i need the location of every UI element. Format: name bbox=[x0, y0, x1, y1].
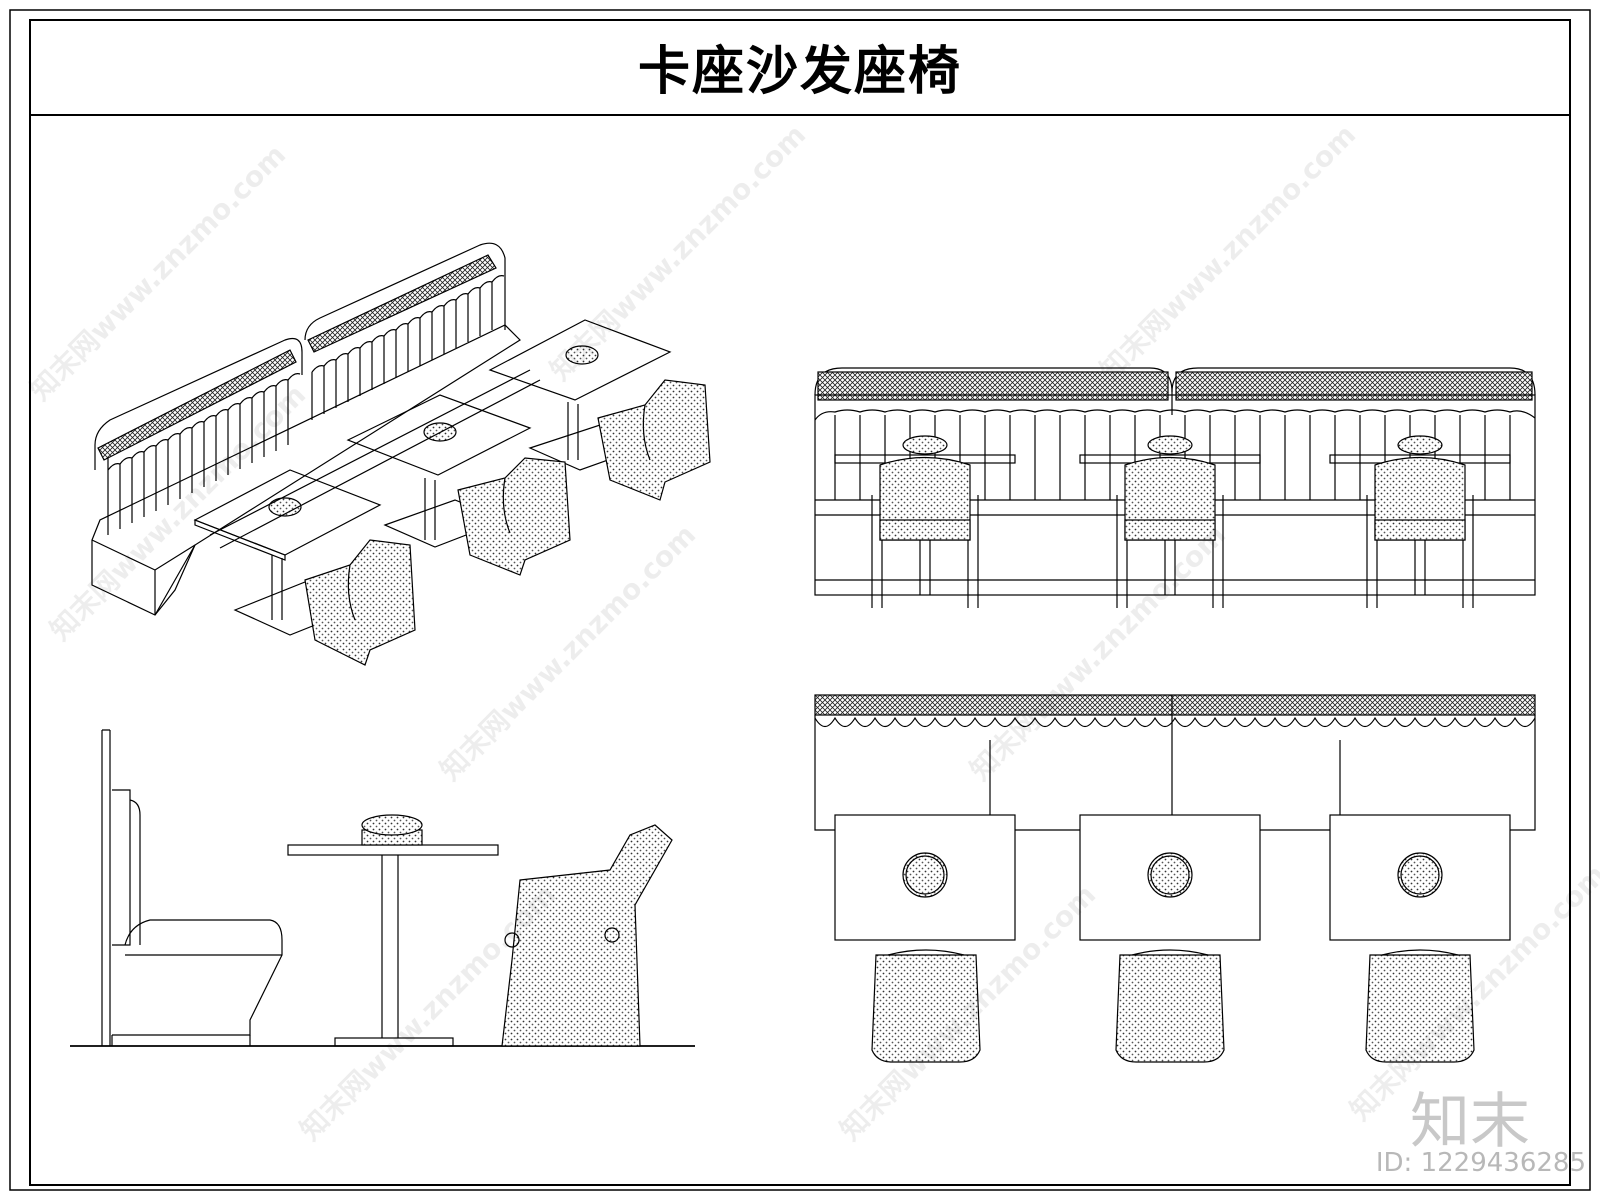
iso-sofa-back-right bbox=[304, 242, 506, 341]
plan-chair-1 bbox=[871, 949, 981, 1063]
front-chair-3 bbox=[1366, 456, 1474, 608]
plan-chair-3 bbox=[1365, 949, 1475, 1063]
plan-booth-back bbox=[814, 694, 1536, 716]
drawing-id: ID: 1229436285 bbox=[1375, 1148, 1586, 1178]
plan-table-1 bbox=[834, 814, 1016, 941]
front-chair-1 bbox=[871, 456, 979, 608]
plan-chair-2 bbox=[1115, 949, 1225, 1063]
isometric-view bbox=[91, 242, 711, 666]
iso-back-cushions-left bbox=[107, 373, 301, 535]
front-back-cushions bbox=[814, 409, 1536, 500]
plan-table-2 bbox=[1079, 814, 1261, 941]
side-booth-seat bbox=[112, 919, 283, 1036]
side-table bbox=[287, 814, 499, 1047]
side-elevation bbox=[70, 729, 695, 1047]
front-chair-2 bbox=[1116, 456, 1224, 608]
iso-sofa-seat bbox=[91, 324, 521, 616]
brand-logo: 知末 bbox=[1410, 1087, 1530, 1157]
plan-cushion-scallops bbox=[814, 716, 1536, 728]
side-booth-back bbox=[101, 729, 111, 1046]
iso-chair-2 bbox=[457, 457, 571, 576]
iso-back-cushions-right bbox=[311, 275, 505, 420]
plan-view bbox=[814, 694, 1536, 1063]
side-chair bbox=[501, 824, 673, 1047]
iso-chair-1 bbox=[304, 539, 416, 666]
plan-table-3 bbox=[1329, 814, 1511, 941]
inner-border bbox=[29, 19, 1571, 1186]
iso-chair-3 bbox=[597, 379, 711, 501]
front-elevation bbox=[814, 367, 1536, 608]
iso-sofa-back-left bbox=[94, 337, 303, 470]
page-title: 卡座沙发座椅 bbox=[637, 41, 962, 102]
outer-border bbox=[9, 9, 1591, 1191]
iso-table-3 bbox=[488, 319, 672, 471]
